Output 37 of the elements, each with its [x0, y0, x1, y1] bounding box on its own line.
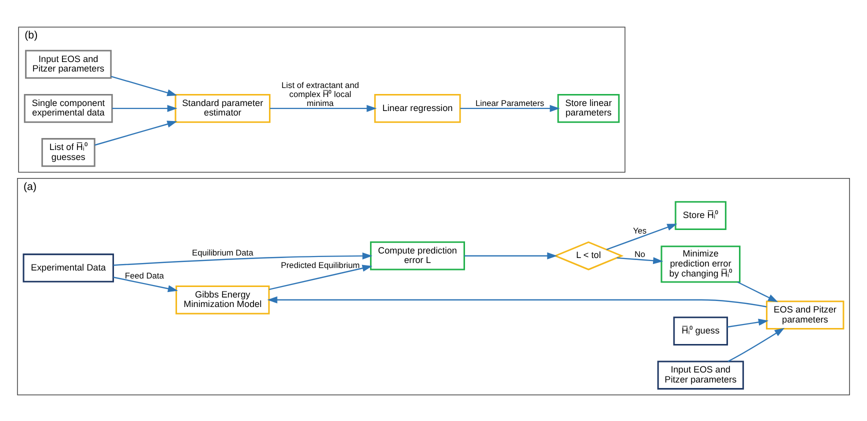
arrow: [270, 104, 377, 112]
node-box: Linear regression: [374, 93, 461, 122]
node-box: Store linear parameters: [557, 93, 620, 122]
node-box: H̅ᵢ⁰ guess: [673, 316, 728, 345]
node-box: EOS and Pitzer parameters: [766, 300, 844, 330]
arrow: [460, 104, 560, 112]
node-diamond: L < tol: [553, 240, 624, 270]
arrow: [606, 223, 678, 250]
edge-label: Feed Data: [124, 270, 164, 280]
arrow: [616, 256, 664, 264]
arrow: [110, 75, 178, 96]
node-box: Minimize prediction error by changing H̅ᵢ⁰: [660, 245, 740, 282]
arrow: [464, 252, 558, 259]
arrow: [737, 281, 778, 302]
node-box: Compute prediction error L: [370, 240, 465, 270]
edge-label: Linear Parameters: [476, 97, 544, 108]
arrow: [113, 252, 372, 266]
arrow: [267, 296, 767, 307]
edge-label: Yes: [633, 225, 647, 236]
arrow: [269, 264, 372, 290]
edge-label: Predicted Equilibrium: [280, 259, 360, 270]
node-box: Single component experimental data: [24, 93, 113, 122]
arrow: [113, 276, 178, 292]
node-box: Input EOS and Pitzer parameters: [657, 360, 744, 390]
arrow: [728, 327, 785, 362]
edge-label: Equilibrium Data: [192, 247, 254, 258]
arrow: [94, 120, 178, 146]
node-box: Experimental Data: [22, 253, 114, 282]
node-box: Store H̅ᵢ⁰: [674, 200, 726, 230]
arrow: [727, 318, 768, 328]
node-box: Gibbs Energy Minimization Model: [176, 284, 270, 314]
node-box: Standard parameter estimator: [174, 93, 270, 122]
edge-label: List of extractant and complex H̅⁰ local minima: [282, 79, 359, 108]
edge-label: No: [634, 248, 646, 259]
node-box: List of H̅ᵢ⁰ guesses: [41, 138, 96, 166]
arrow: [112, 104, 178, 112]
node-box: Input EOS and Pitzer parameters: [25, 49, 112, 78]
